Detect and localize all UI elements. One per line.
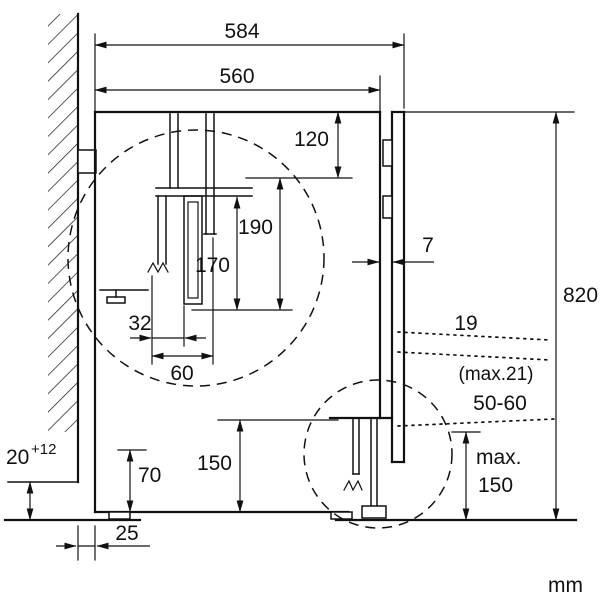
door-thickness-max-label: (max.21): [459, 364, 534, 385]
front-foot: [361, 505, 387, 519]
dimension-plinth-max-height: max. 150: [451, 431, 522, 521]
lower-section-label: 150: [197, 452, 232, 475]
foot-height-label: 70: [138, 464, 161, 487]
dimension-niche-height: 820: [403, 111, 598, 521]
detail-circle-bottom: [303, 379, 453, 529]
hose-pair-rear: [169, 113, 179, 189]
plinth-foot-assembly: [343, 417, 387, 519]
plinth-max-value-label: 150: [478, 474, 513, 497]
dimension-wall-gap: 20 +12: [6, 441, 56, 521]
niche-height-label: 820: [563, 284, 598, 307]
plinth-recess-label: 50-60: [473, 392, 527, 415]
unit-label: mm: [548, 574, 583, 597]
overall-depth-label: 584: [224, 20, 259, 43]
detail-outer-width-label: 60: [170, 362, 193, 385]
dimension-rear-clearance: 25: [56, 522, 150, 561]
dimension-detail-inner-width: 32: [128, 275, 206, 365]
dimension-front-gap: 7: [352, 234, 434, 266]
wall-gap-label: 20: [6, 446, 29, 469]
rear-foot: [108, 511, 131, 520]
dimension-lower-section: 150: [197, 419, 339, 513]
dimension-body-depth: 560: [94, 65, 381, 113]
hose-pair-front: [203, 113, 217, 235]
front-gap-label: 7: [422, 234, 434, 257]
door-thickness-label: 19: [454, 312, 477, 335]
detail-outer-height-label: 190: [238, 216, 273, 239]
door-hinge-lower: [382, 195, 393, 219]
wall-gap-tolerance-label: +12: [31, 441, 56, 458]
detail-inner-width-label: 32: [128, 312, 151, 335]
dimension-detail-outer-width: 60: [151, 237, 214, 385]
fixing-bracket: [99, 187, 253, 305]
dimension-overall-depth: 584: [94, 20, 405, 113]
top-section-label: 120: [294, 128, 329, 151]
door-hinge-upper: [382, 139, 393, 167]
leveling-screw: [106, 296, 126, 304]
dimension-plinth-recess: 50-60: [397, 392, 555, 427]
dimension-detail-outer-height: 190: [238, 177, 284, 311]
dimension-top-section: 120: [245, 111, 353, 179]
rear-clearance-label: 25: [115, 522, 138, 545]
dimension-door-thickness: 19 (max.21): [397, 312, 551, 385]
wall-section: [7, 12, 97, 484]
body-depth-label: 560: [219, 65, 254, 88]
plinth-max-prefix-label: max.: [476, 446, 522, 469]
appliance-body: [93, 110, 394, 520]
hatch-mark-bottom: [343, 479, 363, 492]
wall-mounting-bracket: [77, 149, 97, 174]
hatch-mark-top: [147, 261, 169, 274]
dimension-foot-height: 70: [117, 449, 161, 513]
furniture-door: [382, 110, 406, 464]
dimension-detail-inner-height: 170: [191, 196, 293, 311]
detail-circle-top: [67, 129, 325, 387]
